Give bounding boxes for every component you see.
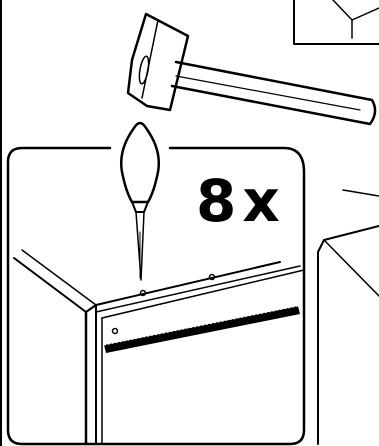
cabinet-right <box>318 190 379 444</box>
hammer-icon <box>128 14 375 124</box>
quantity-label: 8x <box>196 172 286 230</box>
cabinet-panel-detail <box>14 250 304 444</box>
groove-rail <box>104 306 300 353</box>
detail-callout-box <box>294 0 379 44</box>
awl-icon <box>121 123 159 280</box>
